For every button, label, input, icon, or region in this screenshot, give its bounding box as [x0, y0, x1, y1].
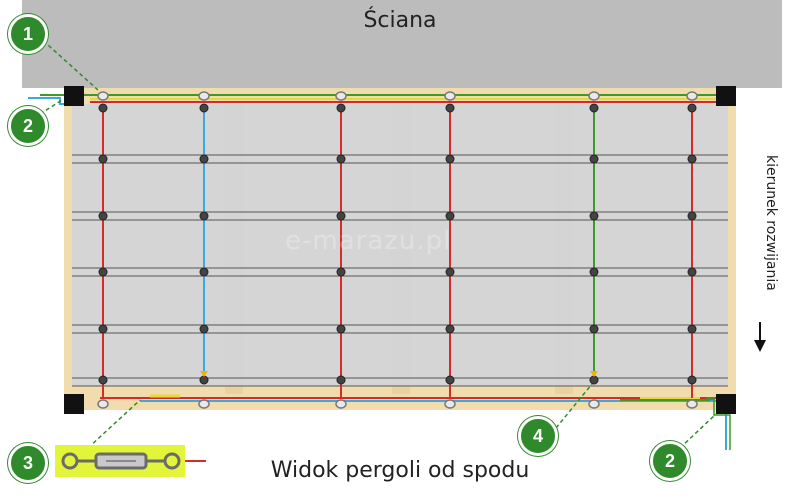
eyelet-icon: [588, 91, 600, 101]
eyelet-icon: [97, 399, 109, 409]
shade-fabric: [72, 104, 728, 386]
wall: [22, 0, 782, 88]
corner-post-icon: [64, 86, 84, 106]
corner-post-icon: [64, 394, 84, 414]
direction-label: kierunek rozwijania: [763, 155, 779, 291]
callout-leaders: [37, 35, 717, 449]
wall-label: Ściana: [363, 8, 437, 33]
eyelet-icon: [97, 91, 109, 101]
eyelet-icon: [686, 399, 698, 409]
eyelet-icon: [335, 399, 347, 409]
eyelet-icon: [198, 399, 210, 409]
eyelet-icon: [444, 91, 456, 101]
diagram-caption: Widok pergoli od spodu: [270, 458, 530, 483]
fabric-seams: [72, 154, 728, 387]
callout-badge-2-left: 2: [8, 106, 48, 146]
eyelet-icon: [686, 91, 698, 101]
corner-post-icon: [716, 394, 736, 414]
corner-posts: [64, 86, 736, 414]
direction-arrow-icon: [754, 322, 766, 352]
corner-post-icon: [716, 86, 736, 106]
turnbuckle-icon: [61, 452, 181, 470]
turnbuckle-callout: [55, 445, 206, 477]
top-cables: [28, 94, 720, 105]
callout-badge-4: 4: [518, 416, 558, 456]
frame-eye-hooks: [97, 91, 698, 409]
watermark: e-marazu.pl: [285, 226, 452, 256]
cable-grommets: [98, 103, 697, 385]
callout-badge-3: 3: [8, 443, 48, 483]
eyelet-icon: [444, 399, 456, 409]
callout-badge-2-right: 2: [650, 441, 690, 481]
vertical-cables: [102, 105, 693, 398]
callout-badge-1: 1: [8, 14, 48, 54]
eyelet-icon: [198, 91, 210, 101]
cable-end-markers: [200, 371, 598, 377]
eyelet-icon: [335, 91, 347, 101]
eyelet-icon: [588, 399, 600, 409]
